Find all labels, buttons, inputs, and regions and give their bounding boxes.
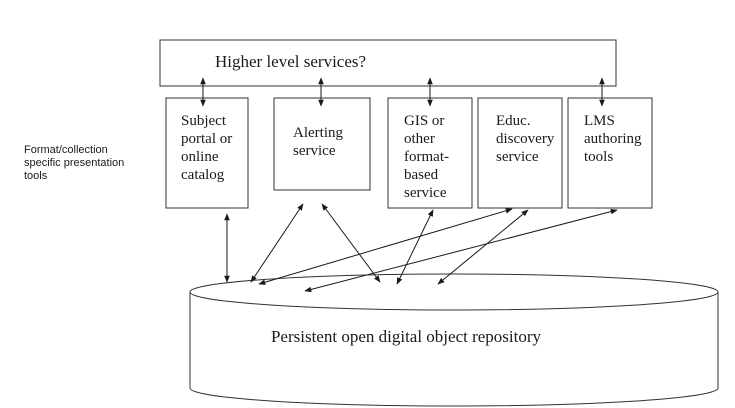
service-label-line: GIS or: [404, 113, 444, 129]
service-label-line: based: [404, 167, 439, 183]
note-line: Format/collection: [24, 144, 108, 156]
double-arrow: [437, 209, 529, 285]
note-line: specific presentation: [24, 157, 125, 169]
service-box-subject-portal: Subject portal or online catalog: [165, 97, 249, 209]
service-box-educ-discovery: Educ. discovery service: [477, 97, 563, 209]
note-line: tools: [24, 170, 48, 182]
higher-level-services-label: Higher level services?: [215, 52, 366, 71]
service-label-line: other: [404, 131, 435, 147]
double-arrow: [304, 208, 618, 293]
service-label-line: discovery: [496, 131, 555, 147]
repository-connector-arrows: [224, 203, 618, 293]
service-label-line: Alerting: [293, 125, 343, 141]
service-box-lms: LMS authoring tools: [567, 97, 653, 209]
top-connector-arrows: [200, 77, 605, 107]
service-box-alerting: Alerting service: [273, 97, 371, 191]
double-arrow: [321, 203, 381, 283]
double-arrow: [250, 203, 304, 283]
service-label-line: Educ.: [496, 113, 531, 129]
service-label-line: authoring: [584, 131, 642, 147]
repository-label: Persistent open digital object repositor…: [271, 327, 542, 346]
service-label-line: LMS: [584, 113, 615, 129]
service-label-line: service: [293, 143, 336, 159]
service-box-gis: GIS or other format- based service: [387, 97, 473, 209]
double-arrow: [396, 209, 434, 285]
service-label-line: service: [496, 149, 539, 165]
presentation-tools-note: Format/collection specific presentation …: [24, 144, 164, 183]
double-arrow: [258, 208, 513, 285]
service-label-line: tools: [584, 149, 613, 165]
higher-level-services-box: Higher level services?: [159, 39, 617, 87]
service-label-line: portal or: [181, 131, 232, 147]
service-label-line: online: [181, 149, 219, 165]
service-label-line: catalog: [181, 167, 225, 183]
repository-cylinder: Persistent open digital object repositor…: [189, 273, 719, 407]
service-label-line: format-: [404, 149, 449, 165]
service-label-line: service: [404, 185, 447, 201]
service-label-line: Subject: [181, 113, 227, 129]
